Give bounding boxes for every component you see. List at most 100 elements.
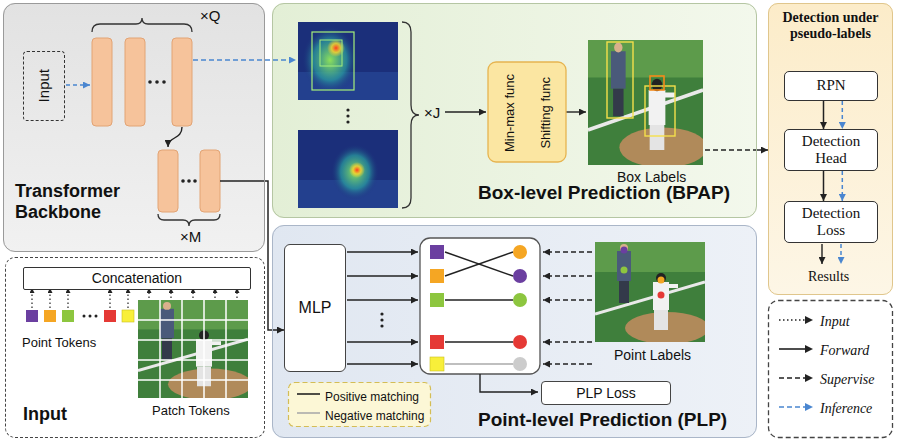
- image-caption: Point Tokens: [22, 335, 96, 350]
- legend-label: Negative matching: [325, 409, 424, 423]
- panel-title: Input: [23, 404, 103, 425]
- heatmap: [320, 40, 342, 66]
- box-label: Input: [35, 69, 52, 102]
- legend-label: Input: [820, 314, 850, 329]
- box-label: Min-max func: [503, 74, 518, 152]
- heatmap: [331, 144, 379, 200]
- point-token: [430, 357, 444, 371]
- brace: [92, 18, 192, 32]
- flow-arrow: [66, 60, 841, 264]
- flow-arrow: [705, 149, 757, 150]
- panel-ground: [272, 3, 757, 218]
- patch-image: [138, 300, 252, 400]
- matching-line: [445, 252, 513, 276]
- supervise-arrow: [543, 252, 592, 364]
- heatmap: [312, 32, 354, 90]
- brace: [158, 214, 220, 226]
- mlp-arrow: [347, 363, 418, 364]
- legend-sample: [778, 402, 814, 412]
- patch-image: [138, 339, 248, 341]
- repeat-count: ×Q: [200, 7, 220, 24]
- flow-arrow: [193, 59, 296, 61]
- legend-arrowhead: [805, 403, 813, 411]
- supervise-arrow: [543, 251, 592, 252]
- supervise-arrow: [543, 363, 592, 364]
- point-token: [430, 293, 444, 307]
- plp-panel: Point-level Prediction (PLP)MLPPLP Loss: [272, 225, 757, 438]
- brace: [92, 18, 419, 226]
- input-arrow: [31, 288, 32, 308]
- panel-ground: [3, 3, 265, 252]
- matching-line: [445, 299, 513, 301]
- legend-arrowhead: [805, 374, 813, 382]
- flow-arrow: [821, 244, 822, 264]
- point-token: [26, 310, 38, 322]
- heatmap: [298, 22, 398, 100]
- legend-frame: [289, 301, 893, 438]
- input-arrow: [109, 288, 110, 308]
- legend-label: Forward: [820, 343, 869, 358]
- panel-title: Detection under pseudo-labels: [774, 10, 887, 42]
- box-label-image: [645, 86, 675, 136]
- repeat-count: ×J: [424, 104, 440, 121]
- backbone-block: [200, 150, 220, 212]
- matching-line: [445, 252, 513, 364]
- connector: [842, 171, 844, 201]
- matching-box: [420, 238, 540, 374]
- box-label: MLP: [299, 299, 332, 317]
- legend-label: Supervise: [820, 372, 874, 387]
- process-box: Detection Head: [784, 129, 878, 171]
- ellipsis-dots: [181, 179, 185, 183]
- point-token: [430, 245, 444, 371]
- brace: [402, 22, 419, 208]
- point-label-image: [658, 292, 665, 299]
- box-label: Detection Loss: [788, 205, 874, 240]
- backbone-block: [158, 150, 178, 212]
- legend-arrowhead: [805, 316, 813, 324]
- legend-sample: [778, 344, 814, 354]
- supervise-arrow: [543, 275, 592, 276]
- legend-line: [779, 377, 806, 379]
- connector: [265, 181, 284, 330]
- ellipsis-dots: [148, 80, 197, 183]
- point-token: [122, 310, 134, 322]
- matching-line: [445, 341, 513, 343]
- point-label-circle: [513, 269, 527, 283]
- point-label-circle: [513, 245, 527, 259]
- backbone-block: [172, 38, 192, 126]
- patch-image: [138, 319, 248, 321]
- process-box: MLP: [284, 244, 346, 372]
- point-token: [62, 310, 74, 322]
- process-box: Concatenation: [23, 267, 251, 290]
- patch-image: [138, 300, 252, 400]
- ellipsis-dots: [155, 80, 159, 84]
- repeat-count: ×M: [180, 228, 201, 245]
- flow-arrow: [66, 84, 90, 86]
- supervise-arrow: [543, 299, 592, 300]
- point-token: [430, 335, 444, 349]
- patch-image: [138, 379, 248, 381]
- patch-image: [181, 300, 183, 398]
- patch-image: [138, 359, 248, 361]
- box-label: Concatenation: [92, 270, 182, 286]
- function-box: Shifting func: [531, 69, 561, 157]
- ellipsis-dots: [380, 318, 383, 321]
- flow-arrow: [840, 244, 842, 264]
- box-label-image: [607, 42, 633, 118]
- heatmap: [349, 162, 365, 178]
- backbone-block: [92, 38, 112, 126]
- patch-image: [138, 300, 248, 398]
- patch-image: [225, 300, 227, 398]
- point-token: [44, 310, 56, 322]
- bpap-panel: Box-level Prediction (BPAP)Min-max funcS…: [272, 3, 757, 218]
- point-label-circle: [513, 293, 527, 307]
- connector: [823, 171, 825, 201]
- point-token: [95, 315, 98, 318]
- connector: [842, 101, 844, 129]
- heatmap: [298, 130, 398, 208]
- legend-label: Inference: [820, 401, 872, 416]
- point-token: [83, 315, 86, 318]
- ellipsis-dots: [346, 108, 349, 111]
